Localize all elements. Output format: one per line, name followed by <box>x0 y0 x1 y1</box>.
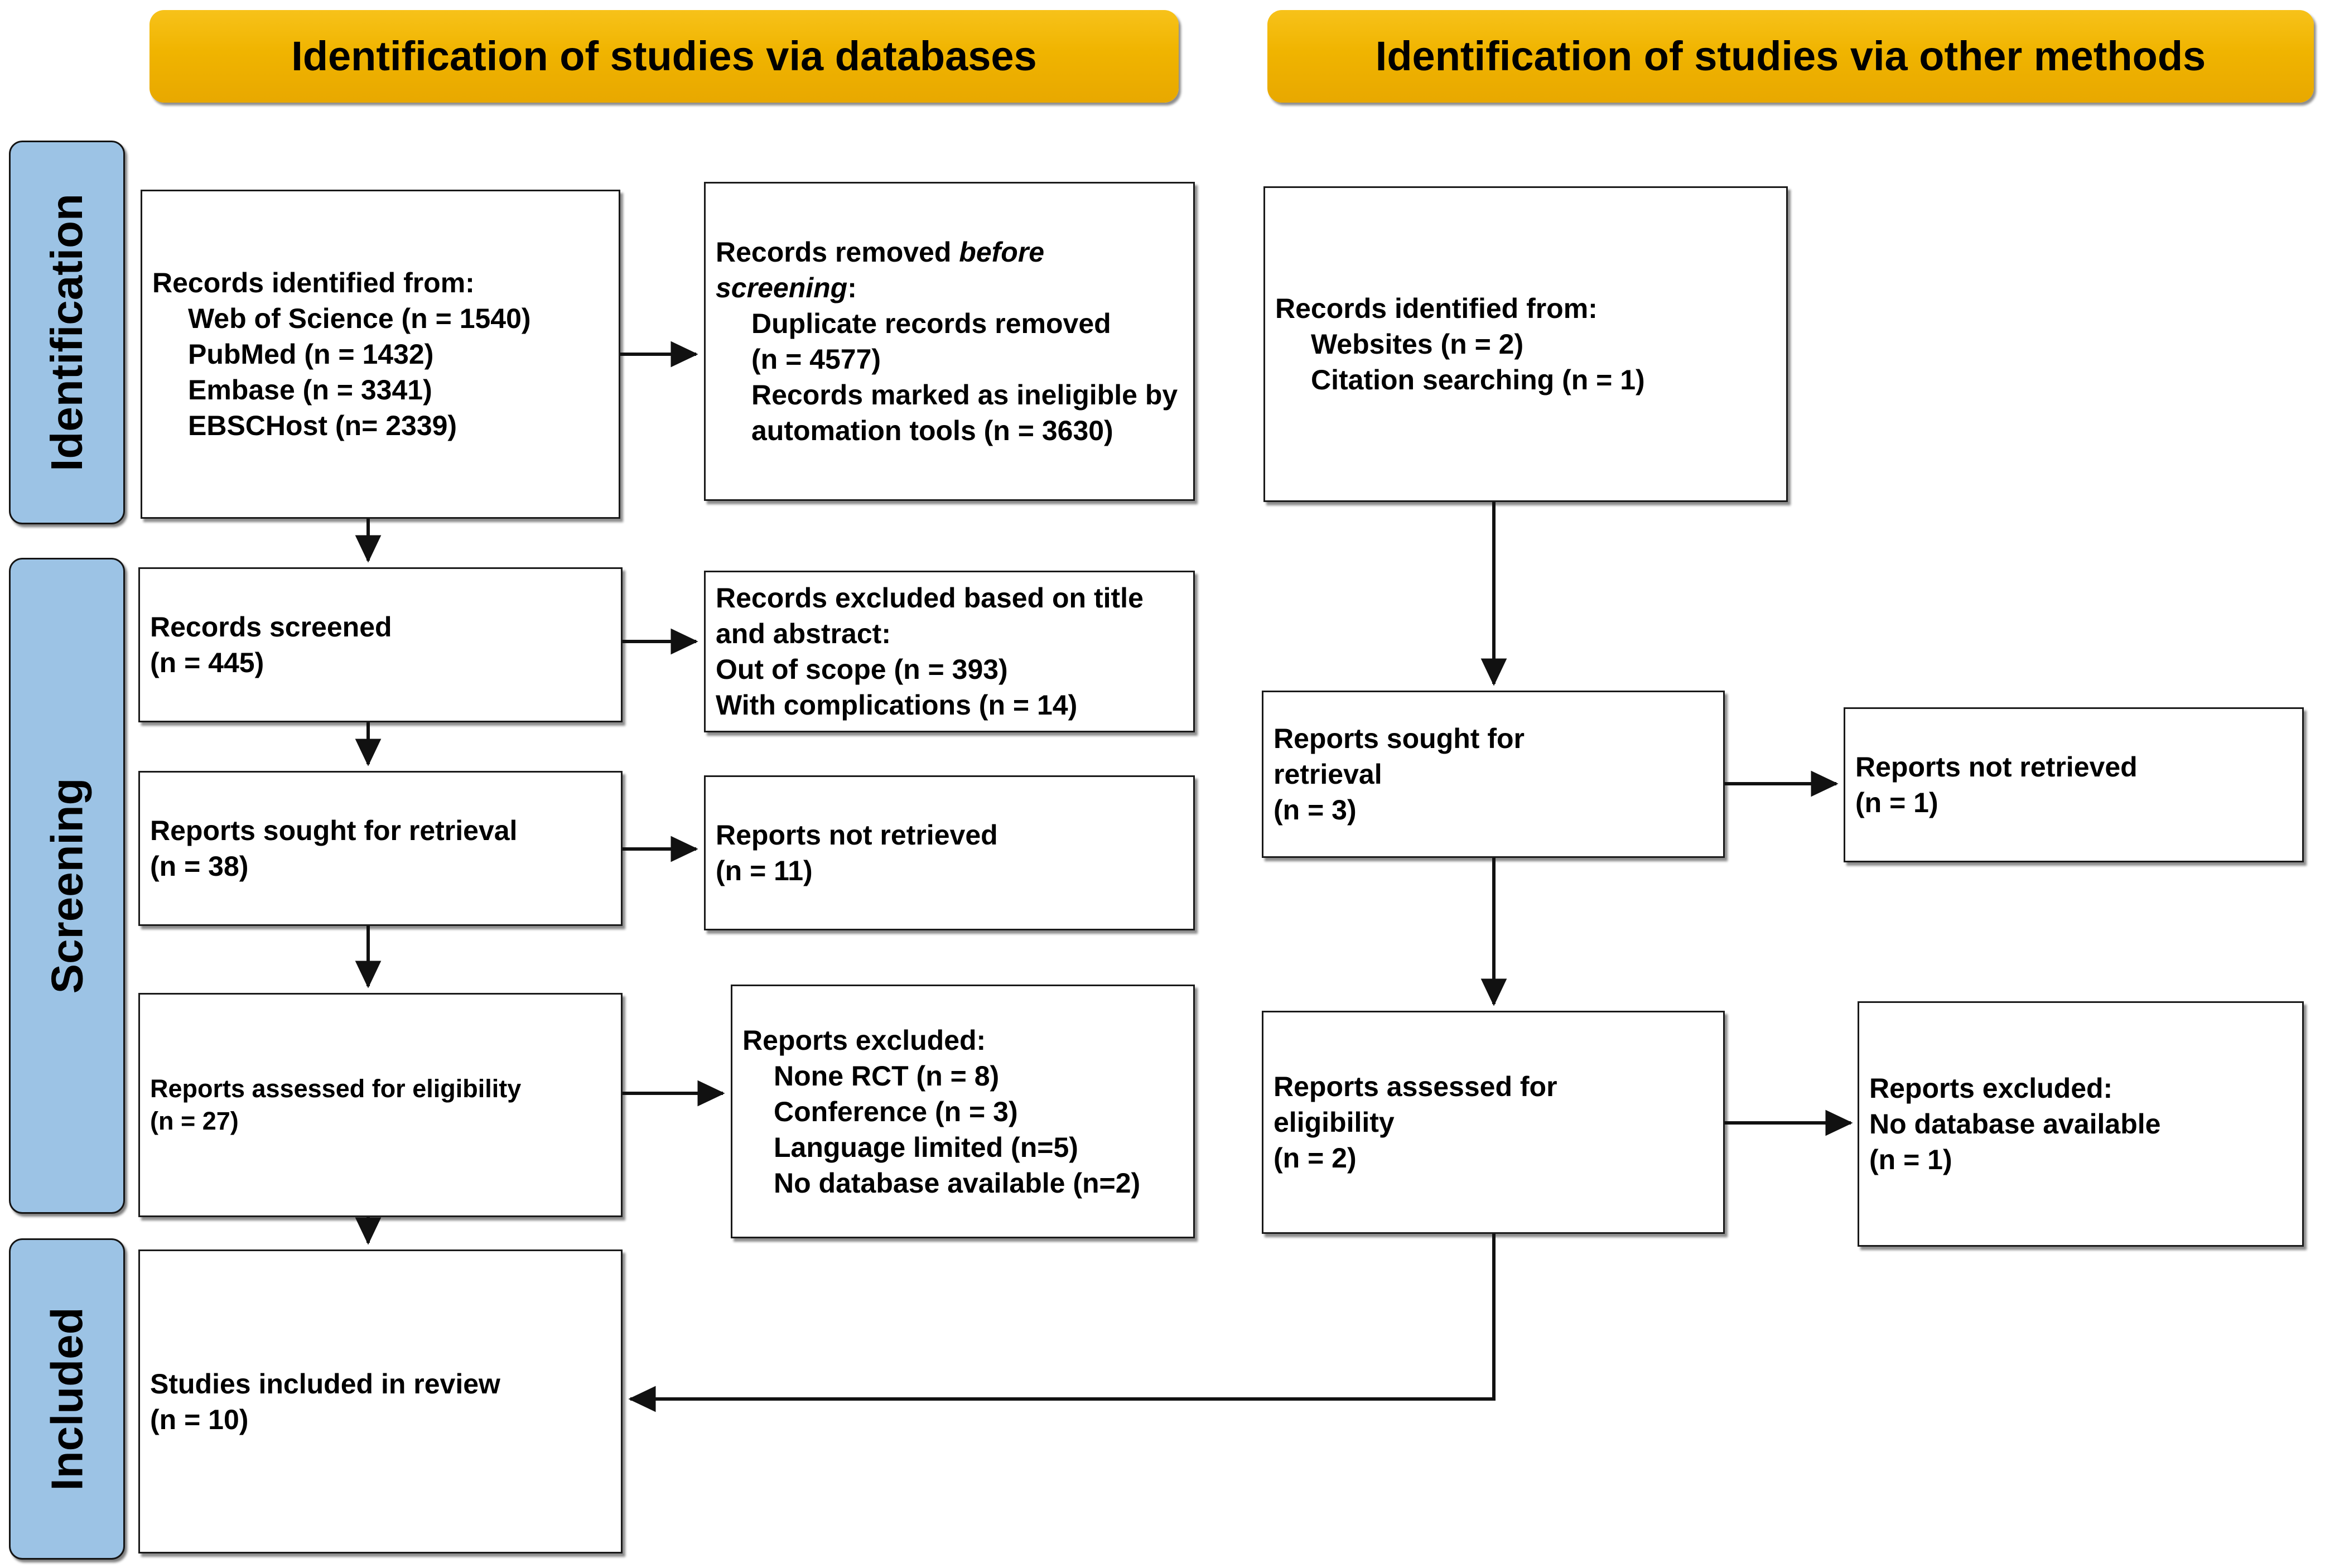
stage-label-included: Included <box>9 1238 125 1560</box>
box-reports-assessed-databases-text: Reports assessed for eligibility (n = 27… <box>140 1073 621 1137</box>
box-records-identified-databases-text: Records identified from: Web of Science … <box>142 265 619 443</box>
box-records-excluded-text: Records excluded based on title and abst… <box>706 580 1193 723</box>
box-reports-excluded-other-text: Reports excluded: No database available … <box>1859 1070 2302 1178</box>
records-screened-line-0: Records screened <box>150 611 392 643</box>
other-reports-not-retrieved-line-1: (n = 1) <box>1855 787 1938 818</box>
other-reports-assessed-line-0: Reports assessed for <box>1274 1071 1557 1102</box>
reports-not-retrieved-line-1: (n = 11) <box>716 855 813 886</box>
stage-label-screening: Screening <box>9 558 125 1214</box>
reports-sought-line-0: Reports sought for retrieval <box>150 815 518 846</box>
other-reports-assessed-line-1: eligibility <box>1274 1107 1395 1138</box>
records-removed-item-2: Records marked as ineligible by automati… <box>751 379 1178 446</box>
records-identified-item-2: Embase (n = 3341) <box>188 374 432 406</box>
other-records-identified-item-0: Websites (n = 2) <box>1311 329 1524 360</box>
box-reports-not-retrieved-other-text: Reports not retrieved (n = 1) <box>1845 749 2302 821</box>
records-removed-title: Records removed before screening: <box>716 237 1045 303</box>
records-identified-item-0: Web of Science (n = 1540) <box>188 303 531 334</box>
other-reports-sought-line-1: retrieval <box>1274 759 1382 790</box>
stage-label-included-text: Included <box>42 1307 91 1491</box>
box-reports-excluded-other: Reports excluded: No database available … <box>1858 1001 2304 1247</box>
reports-excluded-item-1: Conference (n = 3) <box>774 1096 1018 1127</box>
records-identified-title: Records identified from: <box>152 267 475 298</box>
box-reports-sought-other-text: Reports sought for retrieval (n = 3) <box>1263 721 1723 828</box>
box-records-identified-databases: Records identified from: Web of Science … <box>141 190 620 519</box>
reports-excluded-item-2: Language limited (n=5) <box>774 1131 1078 1163</box>
other-reports-assessed-line-2: (n = 2) <box>1274 1142 1357 1174</box>
box-studies-included-text: Studies included in review (n = 10) <box>140 1366 621 1437</box>
box-reports-assessed-databases: Reports assessed for eligibility (n = 27… <box>138 993 623 1217</box>
box-reports-not-retrieved-databases: Reports not retrieved (n = 11) <box>704 775 1195 930</box>
stage-label-screening-text: Screening <box>42 778 92 994</box>
reports-sought-line-1: (n = 38) <box>150 851 249 882</box>
banner-databases-label: Identification of studies via databases <box>291 33 1037 80</box>
studies-included-line-0: Studies included in review <box>150 1368 500 1400</box>
box-reports-assessed-other-text: Reports assessed for eligibility (n = 2) <box>1263 1069 1723 1176</box>
other-reports-sought-line-0: Reports sought for <box>1274 723 1525 754</box>
reports-assessed-line-1: (n = 27) <box>150 1107 239 1135</box>
other-reports-excluded-line-2: (n = 1) <box>1869 1144 1952 1175</box>
box-studies-included: Studies included in review (n = 10) <box>138 1249 623 1553</box>
box-reports-assessed-other: Reports assessed for eligibility (n = 2) <box>1262 1011 1725 1234</box>
reports-excluded-item-0: None RCT (n = 8) <box>774 1060 1000 1092</box>
box-records-removed-before-screening: Records removed before screening: Duplic… <box>704 182 1195 501</box>
box-records-identified-other-text: Records identified from: Websites (n = 2… <box>1265 291 1786 398</box>
box-reports-not-retrieved-databases-text: Reports not retrieved (n = 11) <box>706 817 1193 889</box>
records-screened-line-1: (n = 445) <box>150 647 264 678</box>
records-identified-item-3: EBSCHost (n= 2339) <box>188 410 457 441</box>
box-reports-sought-databases-text: Reports sought for retrieval (n = 38) <box>140 813 621 884</box>
box-records-excluded: Records excluded based on title and abst… <box>704 571 1195 732</box>
other-reports-excluded-line-0: Reports excluded: <box>1869 1073 2113 1104</box>
other-records-identified-item-1: Citation searching (n = 1) <box>1311 364 1645 395</box>
stage-label-identification: Identification <box>9 141 125 524</box>
records-excluded-line-2: With complications (n = 14) <box>716 689 1078 721</box>
box-records-identified-other: Records identified from: Websites (n = 2… <box>1263 186 1788 502</box>
other-reports-excluded-line-1: No database available <box>1869 1108 2161 1140</box>
records-identified-item-1: PubMed (n = 1432) <box>188 339 434 370</box>
banner-other-methods: Identification of studies via other meth… <box>1267 10 2314 103</box>
records-excluded-line-0: Records excluded based on title and abst… <box>716 582 1144 649</box>
other-reports-sought-line-2: (n = 3) <box>1274 794 1357 826</box>
records-excluded-line-1: Out of scope (n = 393) <box>716 654 1008 685</box>
reports-excluded-item-3: No database available (n=2) <box>774 1167 1141 1199</box>
other-reports-not-retrieved-line-0: Reports not retrieved <box>1855 751 2138 783</box>
stage-label-identification-text: Identification <box>42 194 91 471</box>
reports-not-retrieved-line-0: Reports not retrieved <box>716 819 998 851</box>
banner-other-methods-label: Identification of studies via other meth… <box>1375 33 2206 80</box>
box-reports-not-retrieved-other: Reports not retrieved (n = 1) <box>1844 707 2304 862</box>
box-reports-sought-databases: Reports sought for retrieval (n = 38) <box>138 771 623 926</box>
box-reports-excluded-databases-text: Reports excluded: None RCT (n = 8) Confe… <box>732 1022 1193 1201</box>
records-removed-item-1: (n = 4577) <box>751 344 881 375</box>
box-reports-sought-other: Reports sought for retrieval (n = 3) <box>1262 691 1725 858</box>
box-records-screened: Records screened (n = 445) <box>138 567 623 722</box>
reports-assessed-line-0: Reports assessed for eligibility <box>150 1074 522 1103</box>
other-records-identified-title: Records identified from: <box>1275 293 1598 324</box>
connector-other-assessed-to-included <box>628 1234 1496 1412</box>
reports-excluded-title: Reports excluded: <box>742 1024 986 1056</box>
box-reports-excluded-databases: Reports excluded: None RCT (n = 8) Confe… <box>731 985 1195 1238</box>
banner-databases: Identification of studies via databases <box>149 10 1179 103</box>
records-removed-item-0: Duplicate records removed <box>751 308 1111 339</box>
studies-included-line-1: (n = 10) <box>150 1403 249 1435</box>
box-records-removed-text: Records removed before screening: Duplic… <box>706 234 1193 448</box>
box-records-screened-text: Records screened (n = 445) <box>140 609 621 681</box>
